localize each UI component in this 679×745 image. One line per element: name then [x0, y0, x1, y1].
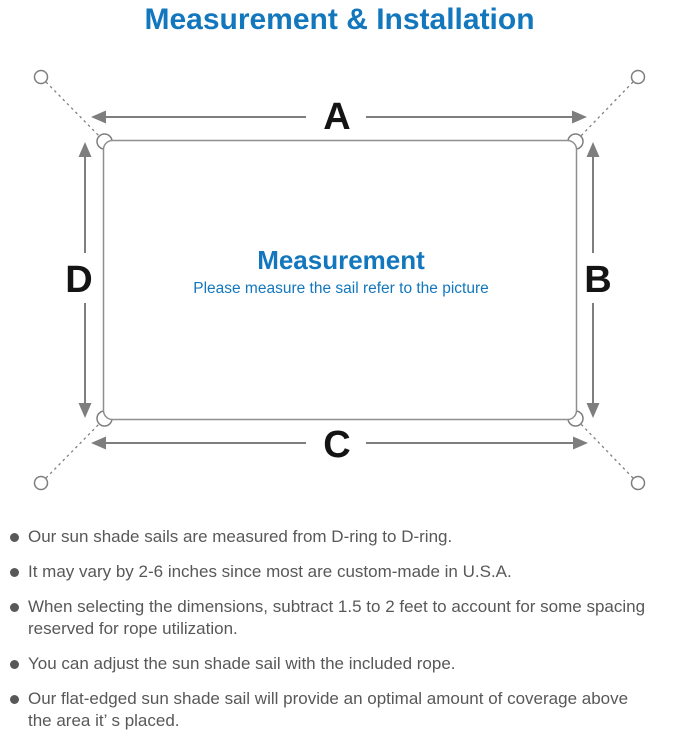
- note-text: Our flat-edged sun shade sail will provi…: [28, 688, 628, 732]
- note-line: the area it’ s placed.: [28, 711, 180, 730]
- arrowhead-d-up: [78, 142, 92, 157]
- note-line: You can adjust the sun shade sail with t…: [28, 654, 456, 673]
- anchor-ring-top-left: [33, 69, 49, 85]
- note-line: Our flat-edged sun shade sail will provi…: [28, 689, 629, 708]
- note-line: When selecting the dimensions, subtract …: [28, 597, 646, 616]
- rope-line-top-left: [45, 81, 105, 142]
- edge-label-c: C: [323, 424, 350, 466]
- edge-label-d: D: [65, 259, 92, 301]
- note-text: It may vary by 2-6 inches since most are…: [28, 561, 512, 583]
- sail-outline: [102, 139, 578, 421]
- arrowhead-d-down: [78, 403, 92, 418]
- rope-line-bottom-left: [45, 418, 105, 479]
- rope-line-top-right: [575, 81, 634, 142]
- center-caption-subtitle: Please measure the sail refer to the pic…: [193, 280, 489, 297]
- center-caption-title: Measurement: [257, 245, 425, 275]
- note-item: Our sun shade sails are measured from D-…: [10, 526, 673, 548]
- note-item: You can adjust the sun shade sail with t…: [10, 653, 673, 675]
- notes-list: Our sun shade sails are measured from D-…: [10, 526, 673, 745]
- note-item: It may vary by 2-6 inches since most are…: [10, 561, 673, 583]
- edge-label-b: B: [584, 259, 611, 301]
- edge-label-a: A: [323, 96, 350, 138]
- bullet-dot: [10, 603, 19, 612]
- bullet-dot: [10, 533, 19, 542]
- note-line: It may vary by 2-6 inches since most are…: [28, 562, 512, 581]
- bullet-dot: [10, 568, 19, 577]
- bullet-dot: [10, 660, 19, 669]
- arrowhead-c-right: [573, 436, 588, 450]
- note-line: reserved for rope utilization.: [28, 619, 238, 638]
- arrowhead-b-up: [586, 142, 600, 157]
- rope-line-bottom-right: [575, 418, 634, 479]
- note-text: When selecting the dimensions, subtract …: [28, 596, 645, 640]
- note-text: Our sun shade sails are measured from D-…: [28, 526, 452, 548]
- anchor-ring-bottom-right: [630, 475, 646, 491]
- arrowhead-b-down: [586, 403, 600, 418]
- arrowhead-a-left: [91, 110, 106, 124]
- bullet-dot: [10, 695, 19, 704]
- note-item: Our flat-edged sun shade sail will provi…: [10, 688, 673, 732]
- arrowhead-a-right: [572, 110, 587, 124]
- arrowhead-c-left: [91, 436, 106, 450]
- anchor-ring-bottom-left: [33, 475, 49, 491]
- note-line: Our sun shade sails are measured from D-…: [28, 527, 453, 546]
- page-title: Measurement & Installation: [144, 3, 535, 36]
- anchor-ring-top-right: [630, 69, 646, 85]
- note-item: When selecting the dimensions, subtract …: [10, 596, 673, 640]
- note-text: You can adjust the sun shade sail with t…: [28, 653, 456, 675]
